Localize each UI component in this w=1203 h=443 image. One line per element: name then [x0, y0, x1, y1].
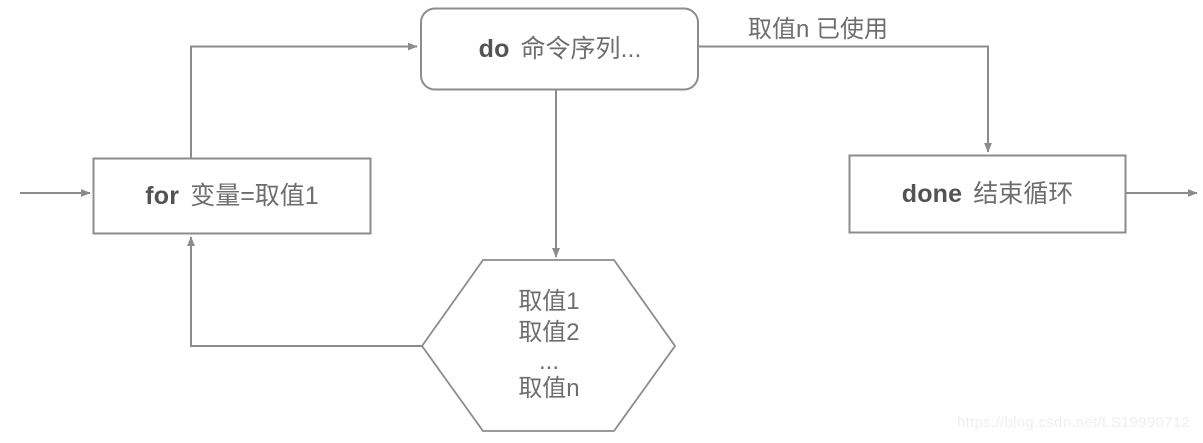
for-node-shape[interactable]	[92, 157, 372, 235]
edge-values-to-for	[187, 236, 422, 347]
edge-for-to-do	[190, 42, 418, 158]
done-node-shape[interactable]	[848, 154, 1127, 234]
do-node-shape[interactable]	[420, 7, 699, 91]
edge-do-to-done	[698, 45, 992, 153]
values-node-shape[interactable]	[420, 259, 677, 432]
